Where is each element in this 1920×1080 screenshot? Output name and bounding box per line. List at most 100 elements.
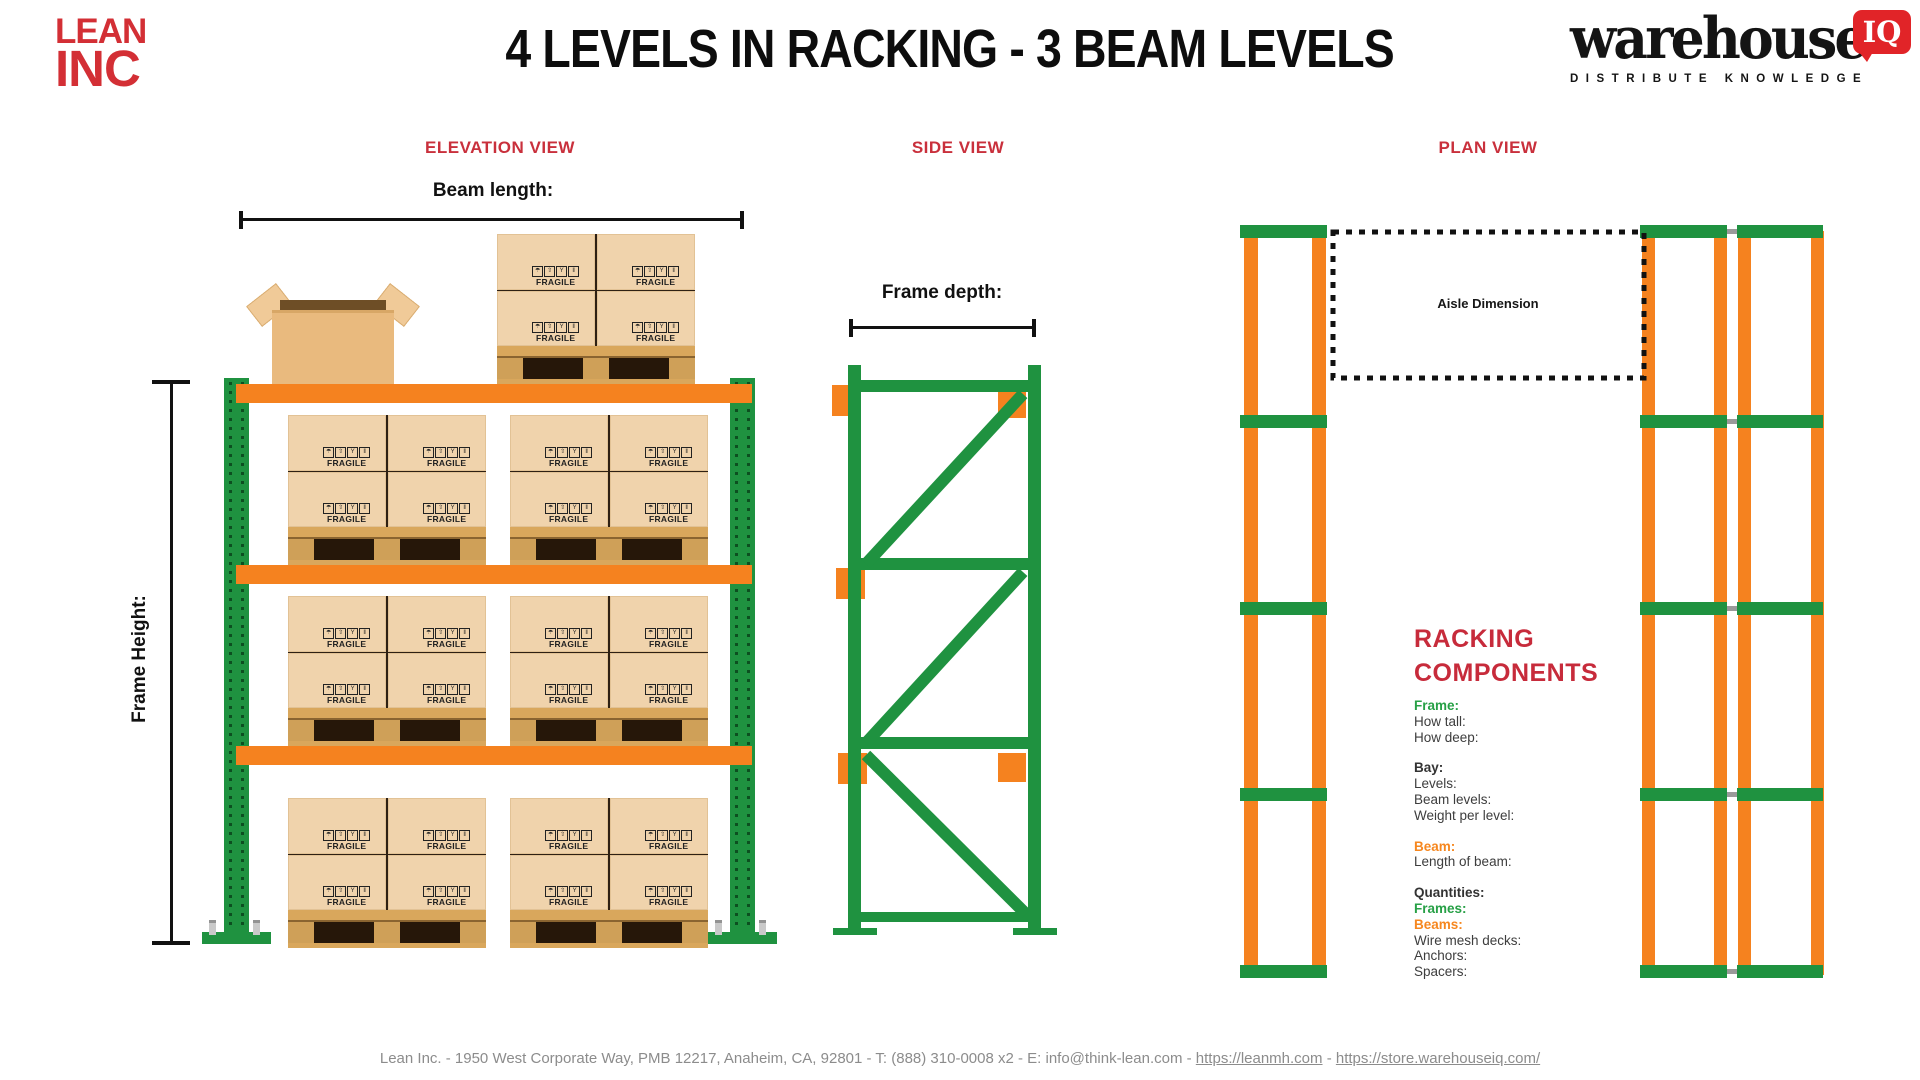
shipping-box: ☂⇧Y‖FRAGILE bbox=[388, 596, 486, 652]
plan-frame bbox=[1737, 415, 1823, 428]
side-post-rear bbox=[1028, 365, 1041, 935]
bars-icon: ‖ bbox=[681, 446, 693, 458]
row-spacer bbox=[1727, 606, 1737, 611]
shipping-box: ☂⇧Y‖FRAGILE bbox=[288, 652, 386, 708]
shipping-box: ☂⇧Y‖FRAGILE bbox=[388, 652, 486, 708]
glass-icon: Y bbox=[656, 322, 668, 333]
base-plate-right bbox=[708, 932, 777, 944]
anchor-bolt bbox=[253, 920, 260, 935]
bars-icon: ‖ bbox=[459, 446, 471, 458]
frame-depth-label: Frame depth: bbox=[881, 282, 1003, 303]
bars-icon: ‖ bbox=[581, 446, 593, 458]
plan-frame bbox=[1737, 788, 1823, 801]
warehouseiq-logo: warehouse IQ DISTRIBUTE KNOWLEDGE bbox=[1570, 5, 1915, 85]
fragile-label: FRAGILE bbox=[548, 457, 589, 468]
arrow-up-icon: ⇧ bbox=[557, 503, 569, 514]
shipping-box: ☂⇧Y‖FRAGILE bbox=[510, 471, 608, 527]
component-line: Spacers: bbox=[1414, 964, 1468, 980]
glass-icon: Y bbox=[447, 886, 459, 897]
footer-link-leanmh[interactable]: https://leanmh.com bbox=[1195, 1050, 1323, 1067]
glass-icon: Y bbox=[447, 684, 459, 695]
beam-end-bottom-right bbox=[998, 753, 1026, 782]
glass-icon: Y bbox=[569, 684, 581, 695]
components-title-line1: RACKING bbox=[1414, 625, 1535, 653]
bars-icon: ‖ bbox=[681, 503, 693, 514]
component-line: Frame: bbox=[1414, 698, 1460, 713]
bars-icon: ‖ bbox=[681, 829, 693, 841]
pallet-beam-level-1 bbox=[236, 384, 752, 403]
arrow-up-icon: ⇧ bbox=[435, 829, 447, 841]
fragile-label: FRAGILE bbox=[326, 897, 367, 907]
footer-link-warehouseiq[interactable]: https://store.warehouseiq.com/ bbox=[1335, 1050, 1541, 1067]
arrow-up-icon: ⇧ bbox=[657, 829, 669, 841]
plan-frame bbox=[1640, 965, 1727, 978]
shipping-box: ☂⇧Y‖FRAGILE bbox=[288, 415, 386, 471]
shipping-box: ☂⇧Y‖FRAGILE bbox=[288, 798, 386, 854]
umbrella-icon: ☂ bbox=[323, 684, 335, 695]
iq-badge-icon: IQ bbox=[1853, 10, 1911, 62]
fragile-label: FRAGILE bbox=[635, 276, 676, 287]
component-line: Beams: bbox=[1414, 916, 1463, 932]
fragile-label: FRAGILE bbox=[648, 840, 689, 851]
footer: Lean Inc. - 1950 West Corporate Way, PMB… bbox=[0, 1050, 1920, 1067]
row-spacer bbox=[1727, 969, 1737, 974]
component-line: How tall: bbox=[1414, 713, 1466, 729]
warehouseiq-tagline: DISTRIBUTE KNOWLEDGE bbox=[1570, 72, 1869, 85]
shipping-box: ☂⇧Y‖FRAGILE bbox=[510, 854, 608, 910]
umbrella-icon: ☂ bbox=[423, 627, 435, 639]
glass-icon: Y bbox=[347, 627, 359, 639]
fragile-label: FRAGILE bbox=[426, 897, 467, 907]
shipping-box: ☂⇧Y‖FRAGILE bbox=[497, 290, 595, 346]
shipping-box: ☂⇧Y‖FRAGILE bbox=[510, 798, 608, 854]
plan-frame bbox=[1640, 602, 1727, 615]
arrow-up-icon: ⇧ bbox=[335, 503, 347, 514]
arrow-up-icon: ⇧ bbox=[435, 684, 447, 695]
row-spacer bbox=[1727, 229, 1737, 234]
components-list: Frame:How tall:How deep:Bay:Levels:Beam … bbox=[1414, 698, 1684, 980]
bars-icon: ‖ bbox=[581, 503, 593, 514]
glass-icon: Y bbox=[569, 627, 581, 639]
fragile-label: FRAGILE bbox=[648, 638, 689, 649]
pallet-load: ☂⇧Y‖FRAGILE☂⇧Y‖FRAGILE☂⇧Y‖FRAGILE☂⇧Y‖FRA… bbox=[510, 415, 708, 565]
shipping-box: ☂⇧Y‖FRAGILE bbox=[497, 234, 595, 290]
glass-icon: Y bbox=[347, 684, 359, 695]
umbrella-icon: ☂ bbox=[645, 503, 657, 514]
arrow-up-icon: ⇧ bbox=[335, 627, 347, 639]
pallet-beam-level-3 bbox=[236, 746, 752, 765]
beam-length-label: Beam length: bbox=[432, 180, 554, 201]
pallet bbox=[288, 527, 486, 565]
pallet bbox=[497, 346, 695, 384]
shipping-box: ☂⇧Y‖FRAGILE bbox=[610, 854, 708, 910]
horizontal-brace bbox=[861, 380, 1028, 392]
bars-icon: ‖ bbox=[359, 627, 371, 639]
plan-view bbox=[1240, 225, 1824, 978]
anchor-bolt bbox=[759, 920, 766, 935]
shipping-box: ☂⇧Y‖FRAGILE bbox=[388, 471, 486, 527]
arrow-up-icon: ⇧ bbox=[335, 446, 347, 458]
shipping-box: ☂⇧Y‖FRAGILE bbox=[288, 471, 386, 527]
fragile-label: FRAGILE bbox=[326, 457, 367, 468]
bars-icon: ‖ bbox=[581, 627, 593, 639]
pallet-load: ☂⇧Y‖FRAGILE☂⇧Y‖FRAGILE☂⇧Y‖FRAGILE☂⇧Y‖FRA… bbox=[288, 415, 486, 565]
diagonal-brace bbox=[861, 750, 1031, 919]
side-post-front bbox=[848, 365, 861, 935]
row-spacer bbox=[1727, 419, 1737, 424]
anchor-bolt bbox=[209, 920, 216, 935]
fragile-label: FRAGILE bbox=[426, 514, 467, 524]
bars-icon: ‖ bbox=[581, 829, 593, 841]
bars-icon: ‖ bbox=[359, 503, 371, 514]
glass-icon: Y bbox=[669, 829, 681, 841]
glass-icon: Y bbox=[347, 503, 359, 514]
beam-length-tick-right bbox=[740, 211, 744, 229]
umbrella-icon: ☂ bbox=[645, 886, 657, 897]
fragile-label: FRAGILE bbox=[426, 840, 467, 851]
page-title: 4 LEVELS IN RACKING - 3 BEAM LEVELS bbox=[505, 19, 1395, 79]
fragile-label: FRAGILE bbox=[326, 695, 367, 705]
aisle-dimension-label: Aisle Dimension bbox=[1437, 296, 1539, 311]
warehouseiq-wordmark: warehouse bbox=[1570, 5, 1869, 72]
lean-logo-line1: LEAN bbox=[55, 12, 147, 51]
umbrella-icon: ☂ bbox=[632, 322, 644, 333]
plan-frame bbox=[1737, 225, 1823, 238]
umbrella-icon: ☂ bbox=[423, 503, 435, 514]
